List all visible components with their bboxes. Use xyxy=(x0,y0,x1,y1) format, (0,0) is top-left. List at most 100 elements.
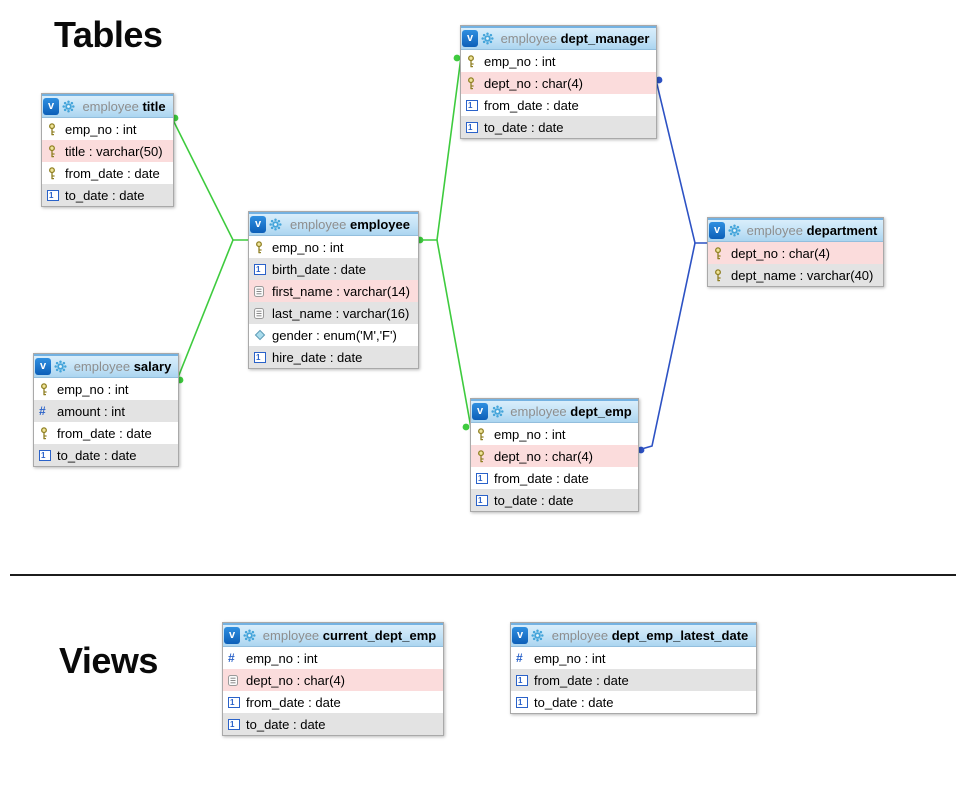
column-label: emp_no : int xyxy=(484,53,556,69)
table-header[interactable]: v employee salary xyxy=(34,354,178,378)
column-row[interactable]: dept_no : char(4) xyxy=(708,242,883,264)
column-label: dept_no : char(4) xyxy=(484,75,584,91)
table-title: employee current_dept_emp xyxy=(260,628,439,643)
column-row[interactable]: 1 from_date : date xyxy=(223,691,443,713)
enum-icon xyxy=(254,328,268,342)
column-row[interactable]: dept_name : varchar(40) xyxy=(708,264,883,286)
column-rows: emp_no : int dept_no : char(4) 1 from_da… xyxy=(471,423,638,511)
relationship-endpoint-dot xyxy=(462,423,470,431)
column-row[interactable]: 1 to_date : date xyxy=(461,116,656,138)
column-label: to_date : date xyxy=(246,716,326,732)
key-icon xyxy=(713,268,727,282)
column-row[interactable]: 1 to_date : date xyxy=(223,713,443,735)
text-icon xyxy=(228,673,242,687)
table-header[interactable]: v employee current_dept_emp xyxy=(223,623,443,647)
table-name: department xyxy=(806,223,878,238)
gear-icon xyxy=(728,224,741,237)
column-row[interactable]: emp_no : int xyxy=(249,236,418,258)
column-label: last_name : varchar(16) xyxy=(272,305,410,321)
view-badge-icon: v xyxy=(250,216,266,233)
column-rows: emp_no : int dept_no : char(4) 1 from_da… xyxy=(461,50,656,138)
column-row[interactable]: 1 to_date : date xyxy=(511,691,756,713)
table-header[interactable]: v employee dept_emp xyxy=(471,399,638,423)
column-row[interactable]: 1 from_date : date xyxy=(471,467,638,489)
column-row[interactable]: 1 to_date : date xyxy=(42,184,173,206)
column-label: from_date : date xyxy=(534,672,629,688)
column-row[interactable]: first_name : varchar(14) xyxy=(249,280,418,302)
column-label: from_date : date xyxy=(484,97,579,113)
column-row[interactable]: dept_no : char(4) xyxy=(471,445,638,467)
gear-icon xyxy=(54,360,67,373)
column-row[interactable]: title : varchar(50) xyxy=(42,140,173,162)
column-row[interactable]: gender : enum('M','F') xyxy=(249,324,418,346)
column-rows: # emp_no : int dept_no : char(4) 1 from_… xyxy=(223,647,443,735)
date-icon: 1 xyxy=(228,717,242,731)
date-icon: 1 xyxy=(47,188,61,202)
table-name: title xyxy=(142,99,166,114)
column-row[interactable]: 1 from_date : date xyxy=(511,669,756,691)
column-row[interactable]: # amount : int xyxy=(34,400,178,422)
column-rows: emp_no : int # amount : int from_date : … xyxy=(34,378,178,466)
column-row[interactable]: 1 from_date : date xyxy=(461,94,656,116)
gear-icon xyxy=(243,629,256,642)
column-row[interactable]: emp_no : int xyxy=(34,378,178,400)
view-badge-icon: v xyxy=(472,403,488,420)
column-row[interactable]: last_name : varchar(16) xyxy=(249,302,418,324)
column-row[interactable]: dept_no : char(4) xyxy=(461,72,656,94)
column-row[interactable]: dept_no : char(4) xyxy=(223,669,443,691)
column-label: emp_no : int xyxy=(65,121,137,137)
column-row[interactable]: emp_no : int xyxy=(461,50,656,72)
table-header[interactable]: v employee dept_emp_latest_date xyxy=(511,623,756,647)
column-row[interactable]: emp_no : int xyxy=(471,423,638,445)
table-node-dept_emp_latest_date[interactable]: v employee dept_emp_latest_date # emp_no… xyxy=(510,622,757,714)
column-label: title : varchar(50) xyxy=(65,143,163,159)
key-icon xyxy=(713,246,727,260)
table-node-department[interactable]: v employee department dept_no : char(4) … xyxy=(707,217,884,287)
gear-icon xyxy=(491,405,504,418)
column-rows: # emp_no : int 1 from_date : date 1 to_d… xyxy=(511,647,756,713)
column-row[interactable]: from_date : date xyxy=(34,422,178,444)
column-row[interactable]: emp_no : int xyxy=(42,118,173,140)
view-badge-icon: v xyxy=(43,98,59,115)
column-row[interactable]: # emp_no : int xyxy=(223,647,443,669)
key-icon xyxy=(254,240,268,254)
relationship-salary-employee xyxy=(176,239,234,381)
table-node-dept_emp[interactable]: v employee dept_emp emp_no : int dept_no… xyxy=(470,398,639,512)
schema-name: employee xyxy=(290,217,347,232)
table-node-salary[interactable]: v employee salary emp_no : int # amount … xyxy=(33,353,179,467)
date-icon: 1 xyxy=(39,448,53,462)
column-label: emp_no : int xyxy=(246,650,318,666)
column-row[interactable]: # emp_no : int xyxy=(511,647,756,669)
table-node-employee[interactable]: v employee employee emp_no : int 1 birth… xyxy=(248,211,419,369)
table-header[interactable]: v employee department xyxy=(708,218,883,242)
key-icon xyxy=(47,166,61,180)
date-icon: 1 xyxy=(516,695,530,709)
column-row[interactable]: 1 to_date : date xyxy=(471,489,638,511)
column-row[interactable]: 1 hire_date : date xyxy=(249,346,418,368)
date-icon: 1 xyxy=(476,471,490,485)
date-icon: 1 xyxy=(254,262,268,276)
table-header[interactable]: v employee employee xyxy=(249,212,418,236)
column-row[interactable]: from_date : date xyxy=(42,162,173,184)
table-name: salary xyxy=(133,359,172,374)
relationship-dept_emp-department xyxy=(637,242,696,451)
schema-name: employee xyxy=(510,404,567,419)
table-header[interactable]: v employee title xyxy=(42,94,173,118)
table-node-dept_manager[interactable]: v employee dept_manager emp_no : int dep… xyxy=(460,25,657,139)
table-node-title[interactable]: v employee title emp_no : int title : va… xyxy=(41,93,174,207)
column-label: first_name : varchar(14) xyxy=(272,283,410,299)
key-icon xyxy=(466,76,480,90)
column-label: dept_no : char(4) xyxy=(246,672,346,688)
table-header[interactable]: v employee dept_manager xyxy=(461,26,656,50)
column-label: emp_no : int xyxy=(272,239,344,255)
column-label: dept_name : varchar(40) xyxy=(731,267,874,283)
column-row[interactable]: 1 birth_date : date xyxy=(249,258,418,280)
table-node-current_dept_emp[interactable]: v employee current_dept_emp # emp_no : i… xyxy=(222,622,444,736)
table-name: dept_manager xyxy=(560,31,650,46)
view-badge-icon: v xyxy=(512,627,528,644)
relationship-title-employee xyxy=(171,117,248,241)
column-row[interactable]: 1 to_date : date xyxy=(34,444,178,466)
column-label: emp_no : int xyxy=(494,426,566,442)
numeric-icon: # xyxy=(39,404,46,418)
